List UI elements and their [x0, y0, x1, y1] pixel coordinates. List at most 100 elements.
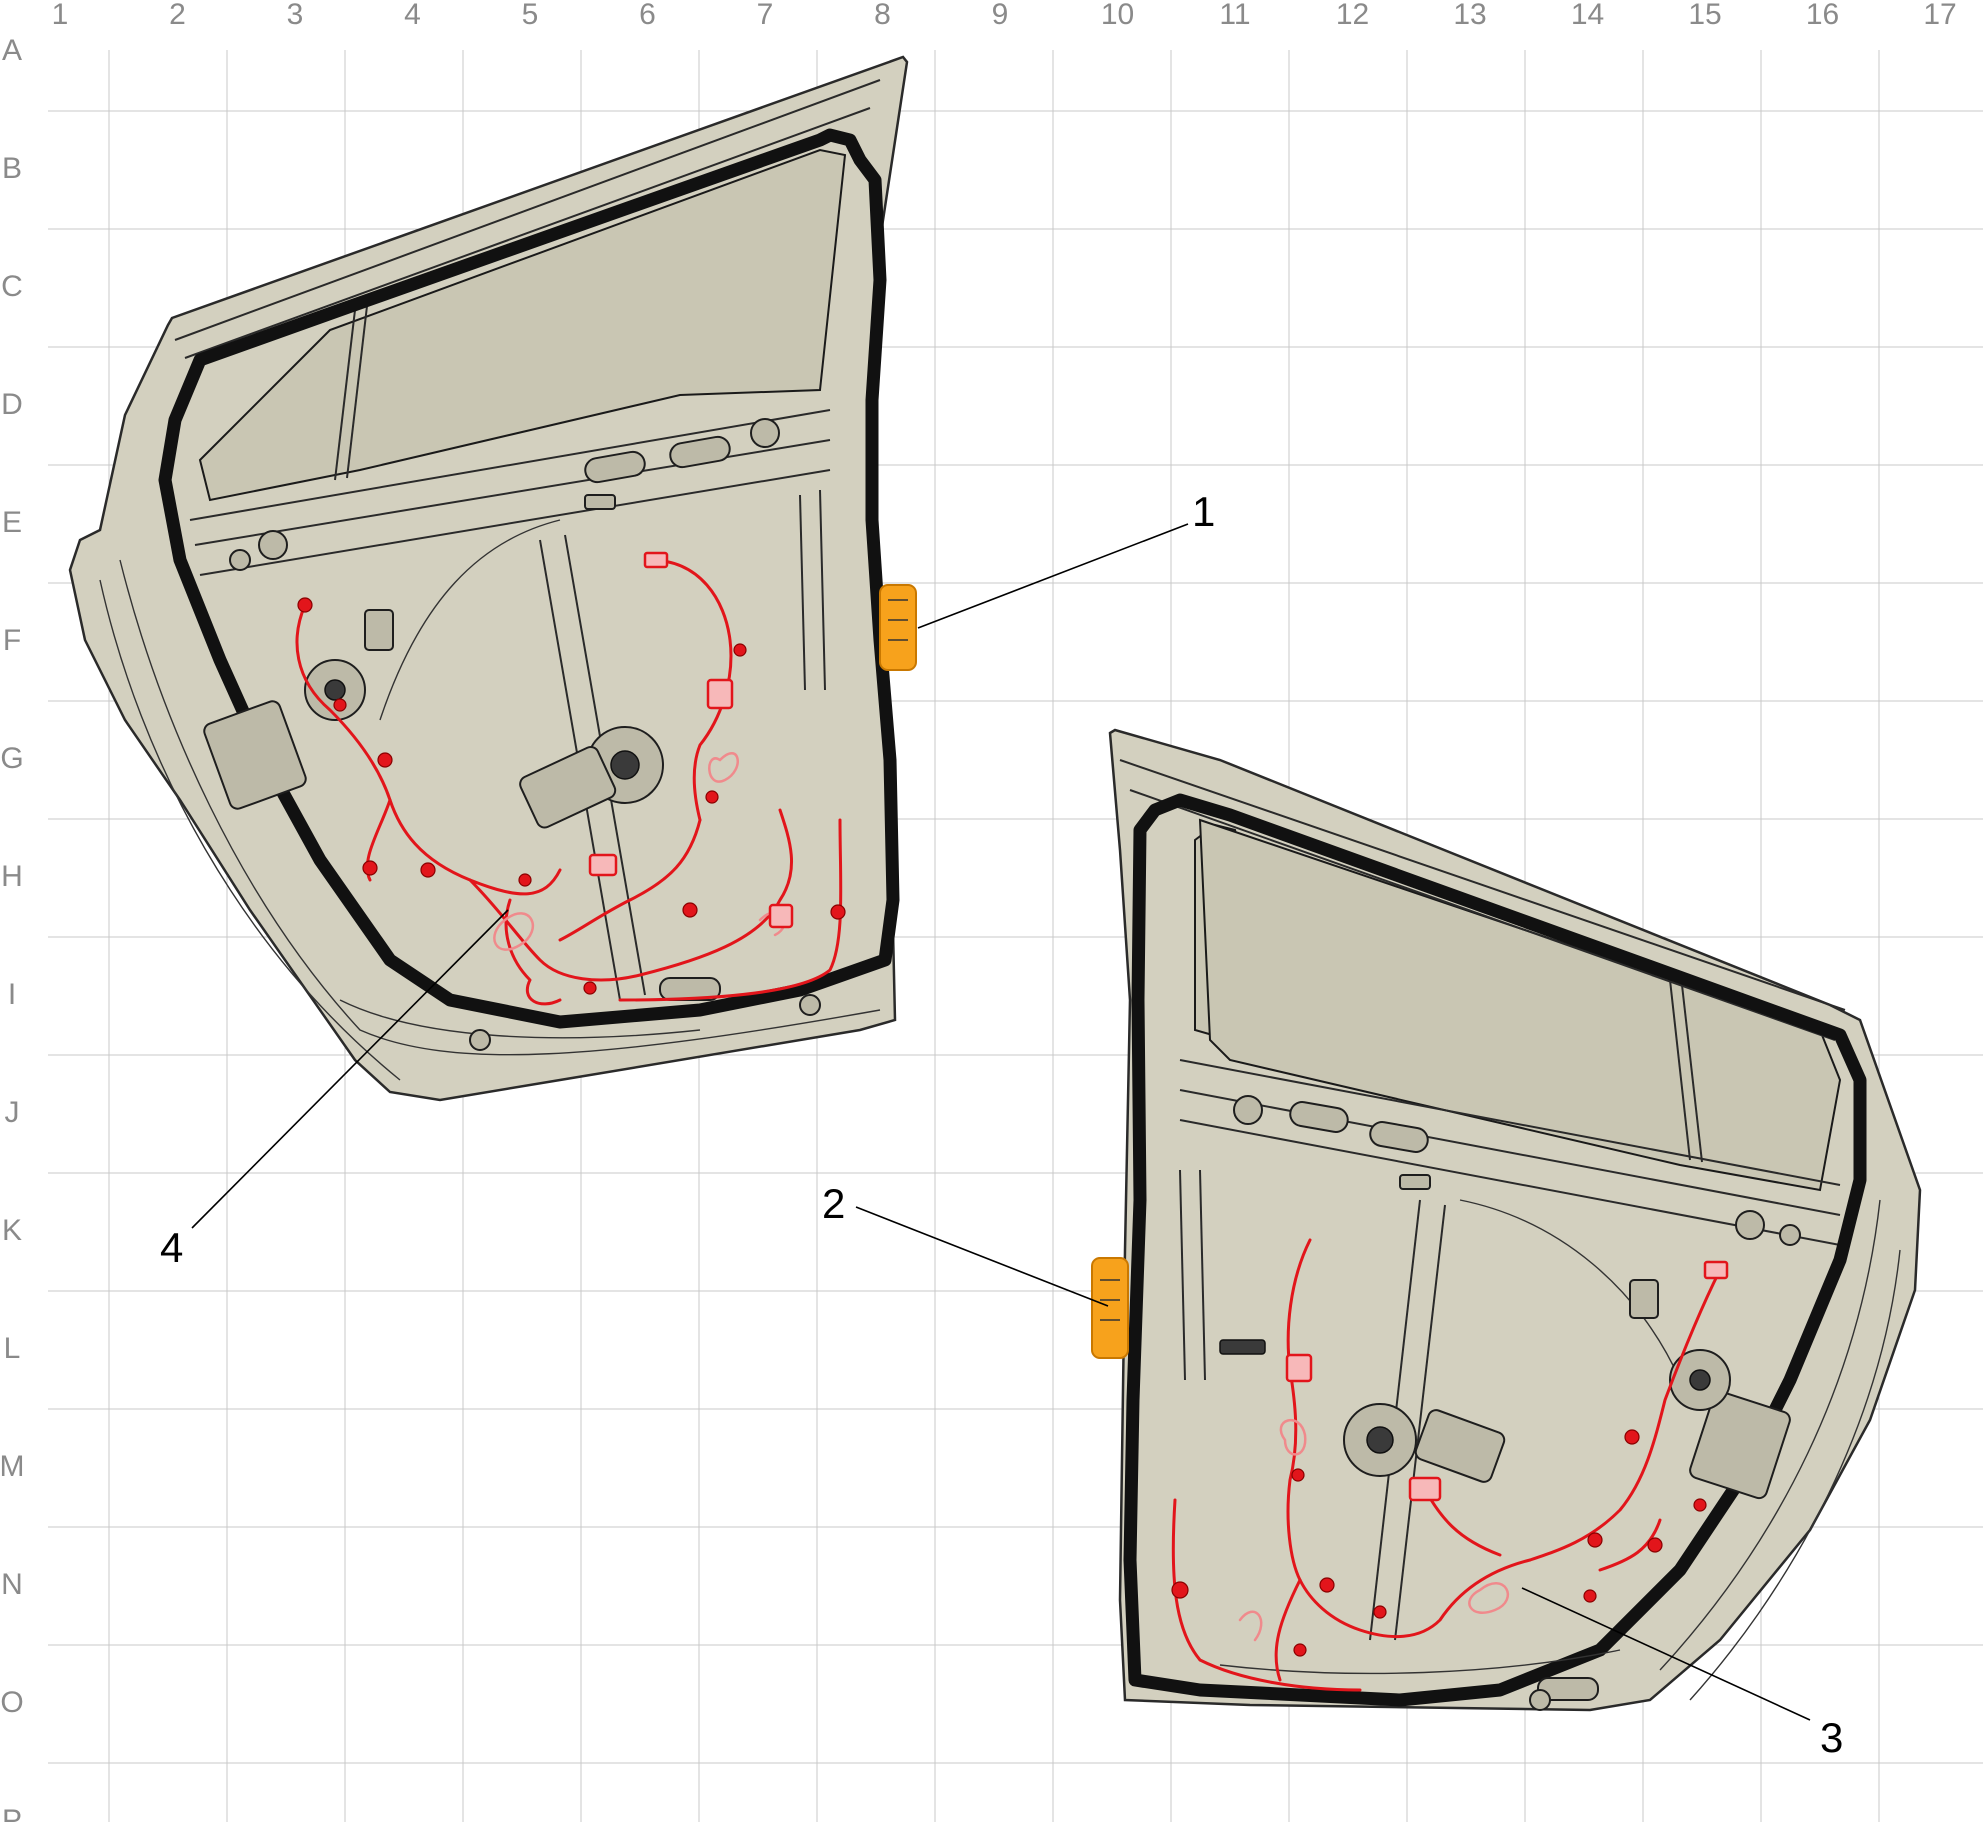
- row-label: M: [0, 1450, 25, 1483]
- right-harness-clip: [1624, 1429, 1640, 1445]
- column-label: 3: [287, 0, 304, 31]
- left-belt-slot: [584, 450, 646, 484]
- column-label: 15: [1688, 0, 1721, 31]
- left-wiring-harness: [618, 818, 843, 1002]
- left-belt-slot: [669, 435, 731, 469]
- left-regulator-motor-hub: [610, 750, 640, 780]
- right-wiring-harness: [1286, 1238, 1312, 1582]
- left-belt-rail: [189, 409, 831, 521]
- row-label: G: [0, 742, 23, 775]
- row-label: K: [2, 1214, 22, 1247]
- left-wiring-harness-loop: [708, 752, 739, 783]
- left-harness-connector: [588, 853, 618, 877]
- left-door-module-detail: [888, 599, 908, 641]
- right-wiring-harness-loop: [1279, 1418, 1307, 1456]
- right-wiring-harness: [1298, 1558, 1532, 1639]
- left-harness-clip: [377, 752, 393, 768]
- right-lower-slot: [1537, 1677, 1599, 1701]
- left-window-bracket: [584, 494, 616, 510]
- column-label: 9: [992, 0, 1009, 31]
- right-handle-bracket: [1629, 1279, 1659, 1319]
- left-frame-band: [184, 107, 871, 359]
- row-label: J: [5, 1096, 20, 1129]
- column-label: 2: [169, 0, 186, 31]
- right-belt-hole: [1735, 1210, 1765, 1240]
- left-wiring-harness: [558, 818, 702, 942]
- left-harness-clip: [705, 790, 719, 804]
- column-label: 12: [1336, 0, 1369, 31]
- right-lock-rod: [1219, 1339, 1266, 1355]
- column-label: 6: [639, 0, 656, 31]
- left-harness-clip: [583, 981, 597, 995]
- callout-4: 4: [160, 1224, 183, 1271]
- row-label: C: [1, 270, 23, 303]
- right-door-seal: [1123, 793, 1867, 1707]
- column-label: 14: [1571, 0, 1604, 31]
- right-window-bracket: [1399, 1174, 1431, 1190]
- callout-3-leader: [1521, 1587, 1811, 1721]
- column-label: 13: [1453, 0, 1486, 31]
- right-glass-division: [1681, 984, 1703, 1163]
- right-regulator-rail: [1394, 1204, 1446, 1641]
- left-belt-hole: [258, 530, 288, 560]
- right-regulator-motor-hub: [1366, 1426, 1394, 1454]
- right-harness-clip: [1583, 1589, 1597, 1603]
- right-inner-contour: [1659, 1199, 1881, 1671]
- left-harness-clip: [682, 902, 698, 918]
- callout-1-leader: [917, 523, 1189, 629]
- callout-4-leader: [191, 909, 509, 1229]
- column-label: 5: [522, 0, 539, 31]
- row-label: D: [1, 388, 23, 421]
- left-belt-hole: [229, 549, 251, 571]
- row-label: P: [2, 1804, 22, 1822]
- right-harness-clip: [1171, 1581, 1189, 1599]
- column-label: 4: [404, 0, 421, 31]
- left-regulator-rail: [819, 489, 826, 691]
- right-lower-hole: [1529, 1689, 1551, 1711]
- right-harness-clip: [1319, 1577, 1335, 1593]
- row-label: N: [1, 1568, 23, 1601]
- right-regulator-rail: [1179, 1169, 1186, 1381]
- right-rear-door: [1091, 728, 1922, 1712]
- column-label: 11: [1219, 0, 1250, 31]
- left-regulator-cable: [379, 519, 561, 721]
- callout-3: 3: [1820, 1714, 1843, 1761]
- right-harness-clip: [1291, 1468, 1305, 1482]
- right-harness-clip: [1293, 1643, 1307, 1657]
- right-wiring-harness-loop: [1468, 1582, 1509, 1614]
- left-handle-bracket: [364, 609, 394, 651]
- left-wiring-harness-loop: [493, 912, 534, 951]
- column-label: 16: [1806, 0, 1839, 31]
- right-belt-slot: [1369, 1121, 1429, 1153]
- column-label: 1: [52, 0, 69, 31]
- left-door-seal: [158, 128, 900, 1029]
- callout-leaders: [191, 523, 1811, 1721]
- callout-2-leader: [855, 1206, 1109, 1307]
- right-frame-band: [1119, 759, 1846, 1011]
- column-label: 7: [757, 0, 774, 31]
- row-label: A: [2, 34, 22, 67]
- row-label: H: [1, 860, 23, 893]
- callout-1: 1: [1192, 488, 1215, 535]
- right-wiring-harness: [1528, 1268, 1722, 1562]
- right-regulator-cable: [1459, 1199, 1681, 1381]
- right-regulator-gearbox: [1414, 1409, 1506, 1483]
- left-inner-contour: [119, 559, 881, 1056]
- left-glass-division: [334, 309, 356, 481]
- row-label: O: [0, 1686, 23, 1719]
- left-regulator-rail: [799, 494, 806, 691]
- left-door-module: [879, 584, 917, 671]
- right-regulator-rail: [1199, 1169, 1206, 1381]
- right-wiring-harness-loop: [1238, 1610, 1263, 1642]
- column-label: 8: [874, 0, 891, 31]
- callout-labels: 1 2 3 4: [160, 488, 1843, 1761]
- right-door-glass: [1198, 818, 1842, 1192]
- row-label: L: [4, 1332, 21, 1365]
- left-regulator-gearbox: [519, 745, 617, 829]
- left-glass-division: [346, 305, 368, 479]
- callout-2: 2: [822, 1180, 845, 1227]
- right-belt-hole: [1779, 1224, 1801, 1246]
- right-latch-striker-hub: [1689, 1369, 1711, 1391]
